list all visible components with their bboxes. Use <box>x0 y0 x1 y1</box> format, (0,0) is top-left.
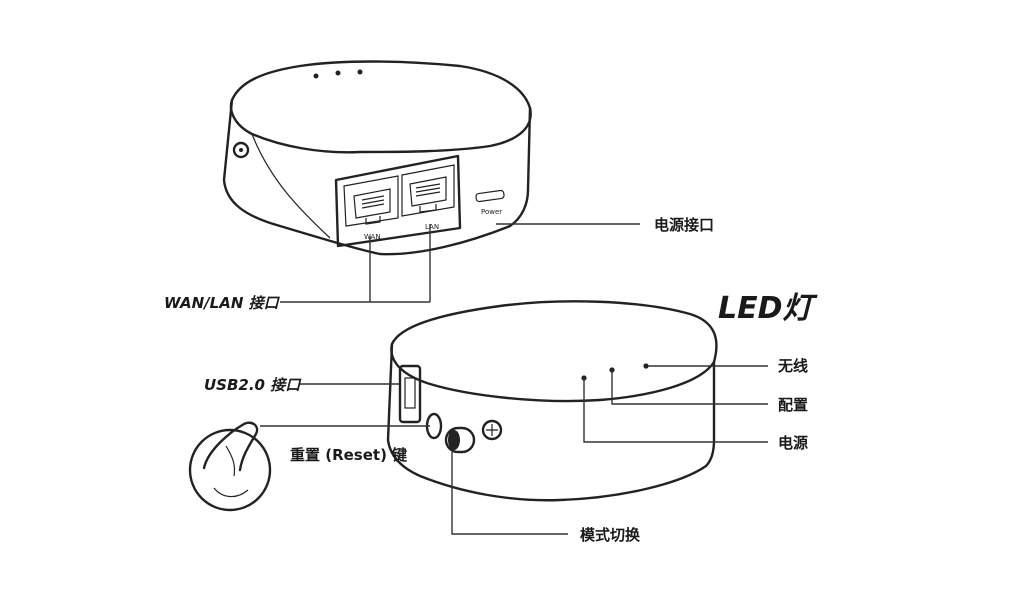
top-led-1 <box>313 73 319 79</box>
router-front-face <box>386 342 716 502</box>
router-body <box>222 98 532 256</box>
router-front-top <box>390 300 718 403</box>
leader-mode-switch <box>451 452 568 535</box>
usb-port-icon <box>398 364 422 424</box>
leader-config <box>611 370 768 405</box>
top-led-3 <box>357 69 363 75</box>
micro-usb-power-icon <box>475 189 505 203</box>
led-title: LED灯 <box>718 291 819 326</box>
label-power-port: 电源接口 <box>654 216 714 234</box>
hand-finger-icon <box>188 421 272 512</box>
wan-port-label: WAN <box>364 233 381 241</box>
wan-port-icon <box>343 175 399 227</box>
label-usb-port: USB2.0 接口 <box>204 376 302 394</box>
label-reset-button: 重置 (Reset) 键 <box>290 446 407 464</box>
router-top-surface <box>229 60 532 154</box>
label-config: 配置 <box>778 396 808 414</box>
label-wan-lan-port: WAN/LAN 接口 <box>164 294 281 312</box>
port-panel <box>334 154 462 248</box>
label-mode-switch: 模式切换 <box>580 526 641 544</box>
side-screw-icon <box>232 141 250 159</box>
mode-switch-icon[interactable] <box>444 426 476 454</box>
label-wireless: 无线 <box>777 357 808 375</box>
top-led-2 <box>335 70 341 76</box>
router-rear-view: WAN LAN Power <box>222 60 532 256</box>
lan-port-label: LAN <box>425 223 439 231</box>
power-port-label: Power <box>481 208 502 216</box>
leader-wan-lan <box>280 224 431 303</box>
lan-port-icon <box>401 164 455 217</box>
leader-power-led <box>583 378 768 443</box>
front-screw-icon <box>481 419 503 441</box>
router-front-view <box>386 300 718 502</box>
label-power: 电源 <box>778 434 808 452</box>
led-wireless <box>643 363 649 369</box>
